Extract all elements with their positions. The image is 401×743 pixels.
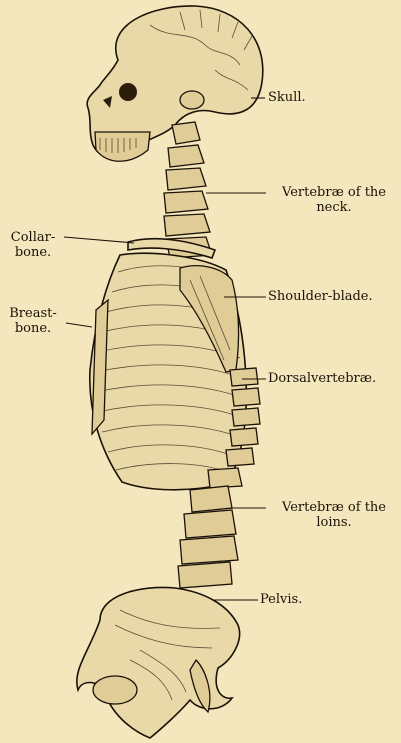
pelvis-drawing bbox=[77, 587, 240, 738]
ribcage-drawing bbox=[90, 239, 247, 490]
shoulder-blade-label: Shoulder-blade. bbox=[268, 290, 373, 304]
neck-vertebrae-label-line2: neck. bbox=[269, 201, 399, 215]
breastbone-label-line1: Breast- bbox=[2, 307, 64, 321]
loin-vertebrae-label-line2: loins. bbox=[269, 516, 399, 530]
loin-vertebrae-label-line1: Vertebræ of the bbox=[269, 501, 399, 515]
neck-vertebrae-label-line1: Vertebræ of the bbox=[269, 186, 399, 200]
skull-label: Skull. bbox=[268, 91, 306, 105]
dorsal-vertebrae-label: Dorsalvertebræ. bbox=[268, 372, 376, 386]
neck-vertebrae-drawing bbox=[164, 122, 212, 258]
pelvis-label: Pelvis. bbox=[260, 593, 302, 607]
collarbone-label-line2: bone. bbox=[2, 246, 64, 260]
breastbone-label-line2: bone. bbox=[2, 322, 64, 336]
collarbone-label-line1: Collar- bbox=[2, 231, 64, 245]
